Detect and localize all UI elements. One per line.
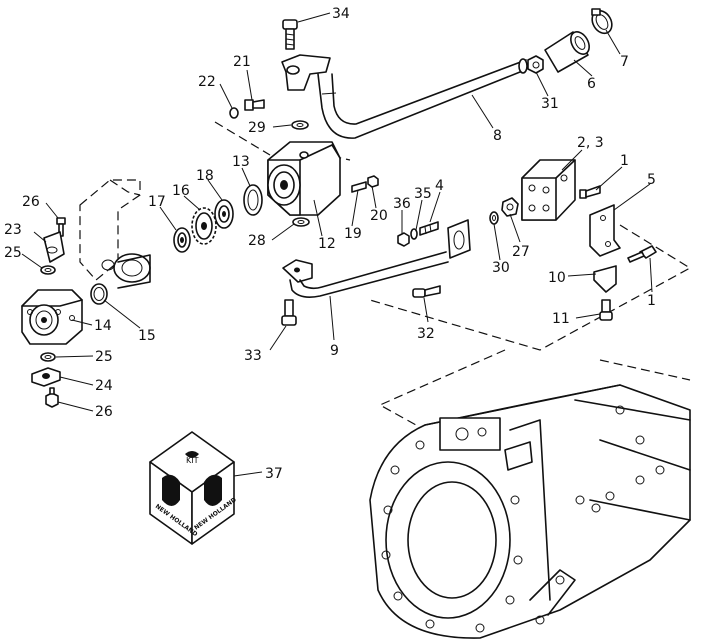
callout-10: 10 — [548, 270, 566, 286]
part-33-bolt — [281, 299, 297, 326]
callout-30: 30 — [492, 260, 510, 276]
transmission-housing — [369, 384, 691, 639]
part-30-washer — [489, 211, 499, 225]
callout-25-upper: 25 — [4, 245, 22, 261]
callout-25-lower: 25 — [95, 349, 113, 365]
part-18-bearing — [214, 199, 234, 229]
callout-18: 18 — [196, 168, 214, 184]
part-29-washer — [291, 120, 309, 130]
callout-34: 34 — [332, 6, 350, 22]
part-7-clamp — [591, 8, 613, 35]
callout-29: 29 — [248, 120, 266, 136]
part-25-washer-upper — [40, 265, 56, 275]
kit-box-label: KIT — [186, 456, 199, 465]
callout-1-upper: 1 — [620, 153, 629, 169]
callout-15: 15 — [138, 328, 156, 344]
callout-12: 12 — [318, 236, 336, 252]
callout-19: 19 — [344, 226, 362, 242]
callout-37: 37 — [265, 466, 283, 482]
part-22-washer — [229, 107, 239, 119]
part-17-bearing — [173, 227, 191, 253]
part-32-bolt — [412, 285, 441, 298]
part-26-bolt-lower — [45, 387, 59, 408]
part-23-fitting — [43, 231, 65, 263]
callout-32: 32 — [417, 326, 435, 342]
housing-bolt-holes — [381, 405, 665, 633]
callout-leader-lines — [21, 12, 653, 477]
part-16-gear — [191, 207, 217, 245]
part-12-pump-body — [267, 141, 341, 216]
part-27-fitting — [501, 197, 519, 217]
callout-35: 35 — [414, 186, 432, 202]
gear-housing-phantom — [79, 179, 151, 289]
part-25-washer-lower — [40, 352, 56, 362]
part-5-bracket — [589, 204, 621, 257]
part-37-kit-box — [149, 431, 235, 545]
callout-14: 14 — [94, 318, 112, 334]
part-4-stud — [419, 221, 439, 236]
part-28-washer — [292, 217, 310, 227]
callout-13: 13 — [232, 154, 250, 170]
callout-16: 16 — [172, 183, 190, 199]
callout-9: 9 — [330, 343, 339, 359]
part-2-3-valve-block — [521, 159, 576, 221]
callout-26-upper: 26 — [22, 194, 40, 210]
part-34-bolt — [282, 19, 298, 50]
part-6-hose — [544, 31, 590, 73]
part-14-pump — [21, 289, 83, 345]
part-31-nut — [527, 55, 544, 74]
callout-33: 33 — [244, 348, 262, 364]
callout-11: 11 — [552, 311, 570, 327]
part-8-pipe — [281, 54, 528, 139]
callout-8: 8 — [493, 128, 502, 144]
callout-27: 27 — [512, 244, 530, 260]
part-10-bracket — [593, 265, 617, 293]
callout-22: 22 — [198, 74, 216, 90]
callout-4: 4 — [435, 178, 444, 194]
part-35-washer — [410, 228, 418, 240]
callout-36: 36 — [393, 196, 411, 212]
callout-31: 31 — [541, 96, 559, 112]
callout-23: 23 — [4, 222, 22, 238]
part-19-stud — [351, 181, 367, 193]
part-1-bolt-upper — [579, 185, 601, 199]
part-36-nut — [397, 232, 410, 247]
callout-2-3: 2, 3 — [577, 135, 604, 151]
callout-labels: 34 7 6 31 21 22 29 8 2, 3 1 5 13 18 16 1… — [4, 6, 656, 482]
callout-21: 21 — [233, 54, 251, 70]
part-20-nut — [367, 175, 379, 188]
part-15-oring — [90, 283, 108, 305]
part-24-fitting — [31, 367, 61, 387]
callout-24: 24 — [95, 378, 113, 394]
part-1-bolt-lower — [627, 245, 657, 263]
callout-5: 5 — [647, 172, 656, 188]
callout-1-lower: 1 — [647, 293, 656, 309]
callout-20: 20 — [370, 208, 388, 224]
part-11-bolt — [599, 299, 613, 321]
part-9-pipe — [282, 219, 471, 298]
callout-28: 28 — [248, 233, 266, 249]
callout-26-lower: 26 — [95, 404, 113, 420]
part-21-bolt — [244, 99, 265, 111]
callout-7: 7 — [620, 54, 629, 70]
part-13-seal — [243, 184, 263, 216]
callout-6: 6 — [587, 76, 596, 92]
callout-17: 17 — [148, 194, 166, 210]
